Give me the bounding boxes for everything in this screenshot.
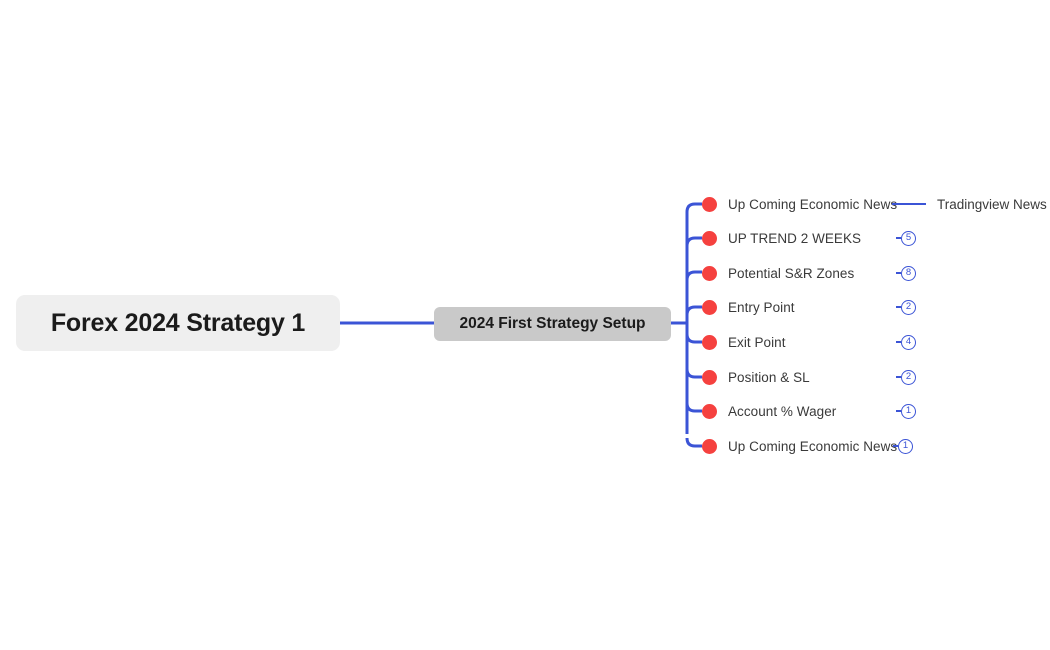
bullet-dot-icon	[702, 438, 717, 454]
branch-label: Exit Point	[728, 334, 786, 350]
wire-branch-6	[685, 368, 702, 379]
bullet-dot-icon	[702, 403, 717, 419]
branch-item-6[interactable]: Position & SL	[702, 367, 810, 387]
bullet-dot-icon	[702, 299, 717, 315]
collapse-badge-5[interactable]: 4	[896, 332, 916, 352]
level2-node[interactable]: 2024 First Strategy Setup	[434, 307, 671, 341]
wire-branch-1	[685, 202, 702, 213]
branch-label: Account % Wager	[728, 403, 837, 419]
badge-stub-icon	[896, 376, 901, 378]
branch-item-5[interactable]: Exit Point	[702, 332, 786, 352]
wire-branch-3	[685, 270, 702, 281]
badge-count: 1	[901, 403, 916, 419]
bullet-dot-icon	[702, 265, 717, 281]
badge-stub-icon	[896, 341, 901, 343]
bullet-dot-icon	[702, 334, 717, 350]
root-node[interactable]: Forex 2024 Strategy 1	[16, 295, 340, 351]
badge-count: 2	[901, 299, 916, 315]
badge-stub-icon	[893, 445, 898, 447]
branch-label: Potential S&R Zones	[728, 265, 855, 281]
badge-count: 2	[901, 369, 916, 385]
level2-node-label: 2024 First Strategy Setup	[459, 315, 646, 332]
leaf-node-label: Tradingview News	[937, 196, 1047, 212]
wire-branch-5	[685, 333, 702, 344]
branch-item-8[interactable]: Up Coming Economic News	[702, 436, 897, 456]
branch-label: UP TREND 2 WEEKS	[728, 230, 862, 246]
badge-count: 5	[901, 230, 916, 246]
branch-item-1[interactable]: Up Coming Economic News	[702, 194, 897, 214]
collapse-badge-8[interactable]: 1	[893, 436, 913, 456]
branch-label: Up Coming Economic News	[728, 438, 898, 454]
badge-stub-icon	[896, 410, 901, 412]
branch-item-3[interactable]: Potential S&R Zones	[702, 263, 854, 283]
badge-count: 8	[901, 265, 916, 281]
wire-branch-7	[685, 402, 702, 413]
wire-branch-8	[685, 437, 702, 448]
bullet-dot-icon	[702, 196, 717, 212]
branch-label: Up Coming Economic News	[728, 196, 898, 212]
bullet-dot-icon	[702, 369, 717, 385]
collapse-badge-2[interactable]: 5	[896, 228, 916, 248]
badge-stub-icon	[896, 272, 901, 274]
leaf-connector-line	[892, 202, 926, 206]
wire-branch-2	[685, 236, 702, 247]
badge-count: 4	[901, 334, 916, 350]
leaf-node-tradingview-news[interactable]: Tradingview News	[892, 194, 1047, 214]
branch-label: Position & SL	[728, 369, 810, 385]
badge-count: 1	[898, 438, 913, 454]
collapse-badge-3[interactable]: 8	[896, 263, 916, 283]
branch-item-7[interactable]: Account % Wager	[702, 401, 836, 421]
root-node-label: Forex 2024 Strategy 1	[50, 308, 306, 337]
wire-branch-4	[685, 305, 702, 316]
collapse-badge-4[interactable]: 2	[896, 297, 916, 317]
collapse-badge-6[interactable]: 2	[896, 367, 916, 387]
branch-label: Entry Point	[728, 299, 795, 315]
branch-item-2[interactable]: UP TREND 2 WEEKS	[702, 228, 861, 248]
badge-stub-icon	[896, 237, 901, 239]
branch-item-4[interactable]: Entry Point	[702, 297, 795, 317]
collapse-badge-7[interactable]: 1	[896, 401, 916, 421]
bullet-dot-icon	[702, 230, 717, 246]
badge-stub-icon	[896, 306, 901, 308]
